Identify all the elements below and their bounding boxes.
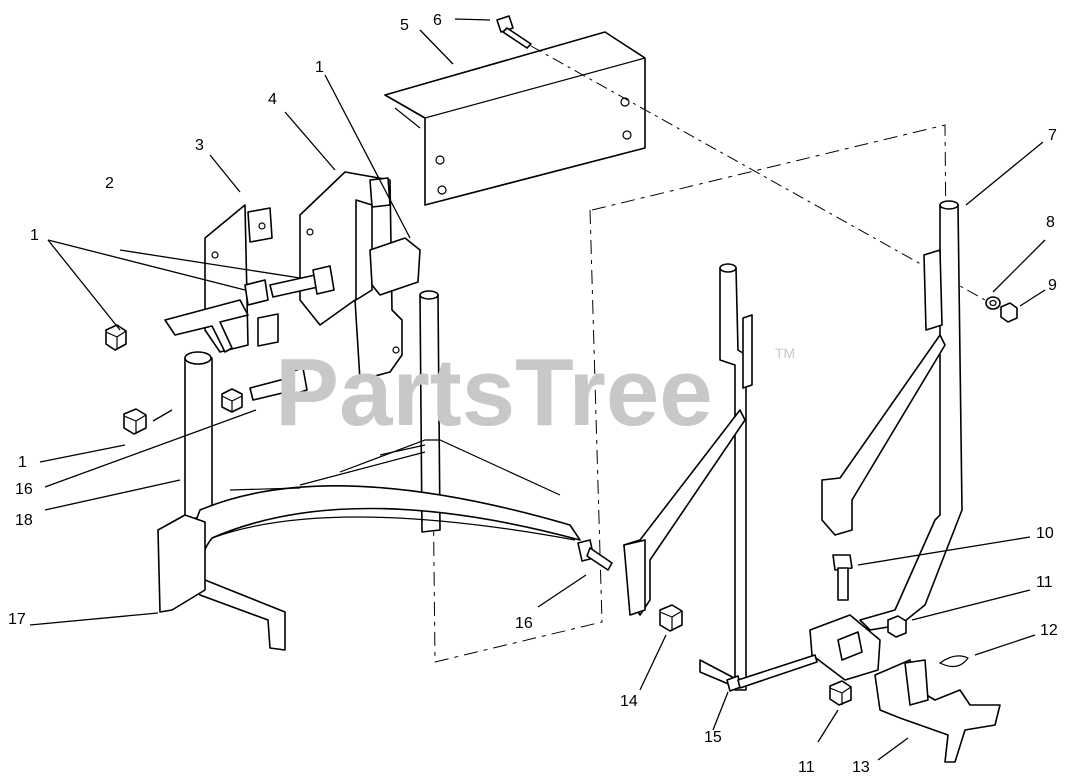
leader-lines bbox=[29, 18, 1046, 761]
watermark: PartsTree TM bbox=[275, 339, 795, 446]
callout-4: 4 bbox=[268, 91, 277, 108]
part-11-nut-a bbox=[887, 615, 907, 638]
callout-9: 9 bbox=[1048, 277, 1057, 294]
callout-labels: 1 1 1 2 3 4 5 6 7 8 9 10 11 11 12 13 14 … bbox=[8, 12, 1058, 776]
callout-12: 12 bbox=[1040, 622, 1058, 639]
callout-1a: 1 bbox=[30, 227, 39, 244]
part-16-bolt-upper bbox=[249, 367, 308, 401]
callout-5: 5 bbox=[400, 17, 409, 34]
part-6-bolt bbox=[496, 15, 532, 49]
part-4-main-bracket bbox=[299, 171, 421, 381]
part-13-hitch-bracket bbox=[874, 659, 1001, 763]
part-5-cover-plate bbox=[384, 31, 646, 206]
part-11-nut-b bbox=[829, 680, 852, 706]
part-9-nut bbox=[1000, 302, 1018, 323]
watermark-text: PartsTree bbox=[275, 339, 713, 446]
linkage-clip bbox=[164, 279, 279, 353]
callout-3: 3 bbox=[195, 137, 204, 154]
callout-17: 17 bbox=[8, 611, 26, 628]
callout-13: 13 bbox=[852, 759, 870, 776]
part-2-bolt bbox=[269, 265, 335, 298]
callout-16b: 16 bbox=[515, 615, 533, 632]
callout-8: 8 bbox=[1046, 214, 1055, 231]
part-16-bolt-lower bbox=[577, 539, 613, 571]
callout-15: 15 bbox=[704, 729, 722, 746]
part-17-blade bbox=[157, 514, 206, 613]
callout-11b: 11 bbox=[798, 759, 815, 776]
part-12-pin bbox=[938, 655, 969, 668]
part-16-nut bbox=[221, 388, 243, 413]
mount-panel-outline bbox=[432, 124, 949, 663]
part-18-post bbox=[184, 351, 213, 521]
callout-10: 10 bbox=[1036, 525, 1054, 542]
hitch-plate bbox=[809, 614, 881, 681]
callout-16a: 16 bbox=[15, 481, 33, 498]
callout-6: 6 bbox=[433, 12, 442, 29]
callout-11a: 11 bbox=[1036, 574, 1053, 591]
callout-18: 18 bbox=[15, 512, 33, 529]
part-10-bolt bbox=[832, 554, 853, 601]
callout-14: 14 bbox=[620, 693, 638, 710]
callout-1b: 1 bbox=[315, 59, 324, 76]
part-8-washer bbox=[985, 296, 1001, 310]
callout-7: 7 bbox=[1048, 127, 1057, 144]
watermark-trademark: TM bbox=[775, 345, 795, 361]
part-1-nut-b bbox=[123, 408, 147, 435]
frame-left bbox=[623, 263, 753, 691]
callout-1c: 1 bbox=[18, 454, 27, 471]
part-15-bolt bbox=[726, 654, 818, 692]
hoop-band bbox=[189, 485, 581, 651]
part-1-nut-a bbox=[105, 324, 127, 351]
part-7-frame bbox=[821, 200, 963, 631]
callout-2: 2 bbox=[105, 175, 114, 192]
part-14-nut bbox=[659, 604, 683, 632]
tripod-center-post bbox=[299, 290, 561, 533]
alignment-line bbox=[530, 45, 986, 301]
